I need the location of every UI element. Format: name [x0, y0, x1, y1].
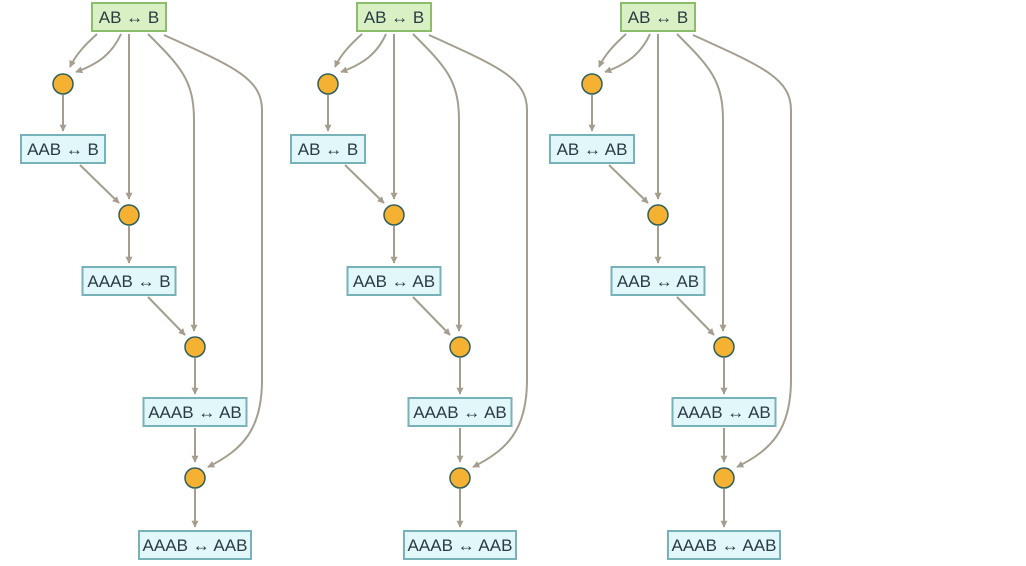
causal-diagram-3: AB ↔ B AB ↔ AB AAB ↔ AB AAAB ↔ AB AAAB ↔ AAB [549, 2, 792, 560]
state-box-frame [403, 530, 517, 560]
root-state-box-frame [356, 2, 432, 32]
edge-root-to-event-3 [676, 33, 727, 332]
root-state-box-frame [620, 2, 696, 32]
state-box-2: AAAB ↔ B [81, 266, 177, 296]
state-box-4: AAAB ↔ AAB [138, 530, 252, 560]
event-node-1 [317, 73, 339, 95]
state-box-3: AAAB ↔ AB [142, 397, 248, 427]
edge-state-2-to-event-3 [676, 296, 715, 336]
state-box-3: AAAB ↔ AB [671, 397, 777, 427]
state-label: AB ↔ AB [557, 140, 628, 159]
state-label: AAAB ↔ AAB [143, 536, 248, 555]
state-label: AAAB ↔ AB [677, 403, 771, 422]
state-label: AAAB ↔ AAB [408, 536, 513, 555]
state-box-frame [81, 266, 177, 296]
root-state-label: AB ↔ B [628, 8, 688, 27]
edge-state-1-to-event-2 [344, 164, 385, 204]
causal-diagram-1: AB ↔ B AAB ↔ B AAAB ↔ B AAAB ↔ AB AAAB ↔ AAB [20, 2, 263, 560]
state-label: AAAB ↔ AB [413, 403, 507, 422]
state-box-1: AAB ↔ B [20, 134, 106, 164]
root-state-label: AB ↔ B [364, 8, 424, 27]
state-box-3: AAAB ↔ AB [407, 397, 513, 427]
event-node-3 [184, 336, 206, 358]
edge-root-to-event-1b [340, 33, 387, 74]
event-node-2 [118, 204, 140, 226]
state-box-frame [407, 397, 513, 427]
causal-diagram-2: AB ↔ B AB ↔ B AAB ↔ AB AAAB ↔ AB AAAB ↔ AAB [290, 2, 528, 560]
edge-root-to-event-1a [598, 33, 627, 68]
event-node-2 [647, 204, 669, 226]
state-box-2: AAB ↔ AB [346, 266, 442, 296]
edge-state-2-to-event-3 [147, 296, 186, 336]
state-box-4: AAAB ↔ AAB [403, 530, 517, 560]
state-box-frame [610, 266, 706, 296]
edge-root-to-event-1a [334, 33, 363, 68]
state-label: AB ↔ B [298, 140, 358, 159]
event-node-4 [184, 467, 206, 489]
root-state-box: AB ↔ B [91, 2, 167, 32]
state-label: AAAB ↔ B [87, 272, 170, 291]
edge-root-to-event-4 [163, 34, 263, 468]
state-box-frame [671, 397, 777, 427]
state-label: AAB ↔ AB [353, 272, 435, 291]
edge-state-1-to-event-2 [608, 164, 649, 204]
edge-root-to-event-4 [692, 34, 792, 468]
event-node-1 [52, 73, 74, 95]
state-box-1: AB ↔ AB [549, 134, 635, 164]
root-state-box-frame [91, 2, 167, 32]
state-box-frame [667, 530, 781, 560]
edge-root-to-event-4 [428, 34, 528, 468]
state-label: AAAB ↔ AAB [672, 536, 777, 555]
edge-root-to-event-3 [412, 33, 463, 332]
root-state-label: AB ↔ B [99, 8, 159, 27]
root-state-box: AB ↔ B [620, 2, 696, 32]
state-label: AAB ↔ B [27, 140, 99, 159]
state-box-frame [20, 134, 106, 164]
event-node-2 [383, 204, 405, 226]
edge-root-to-event-3 [147, 33, 198, 332]
state-label: AAAB ↔ AB [148, 403, 242, 422]
state-box-frame [142, 397, 248, 427]
state-box-1: AB ↔ B [290, 134, 366, 164]
event-node-3 [713, 336, 735, 358]
state-box-frame [290, 134, 366, 164]
state-box-frame [138, 530, 252, 560]
edge-root-to-event-1b [604, 33, 651, 74]
edge-state-1-to-event-2 [79, 164, 120, 204]
event-node-4 [449, 467, 471, 489]
edge-root-to-event-1b [75, 33, 122, 74]
state-box-frame [346, 266, 442, 296]
state-box-frame [549, 134, 635, 164]
state-box-4: AAAB ↔ AAB [667, 530, 781, 560]
state-label: AAB ↔ AB [617, 272, 699, 291]
state-box-2: AAB ↔ AB [610, 266, 706, 296]
event-node-4 [713, 467, 735, 489]
event-node-3 [449, 336, 471, 358]
edge-state-2-to-event-3 [412, 296, 451, 336]
edge-root-to-event-1a [69, 33, 98, 68]
event-node-1 [581, 73, 603, 95]
root-state-box: AB ↔ B [356, 2, 432, 32]
